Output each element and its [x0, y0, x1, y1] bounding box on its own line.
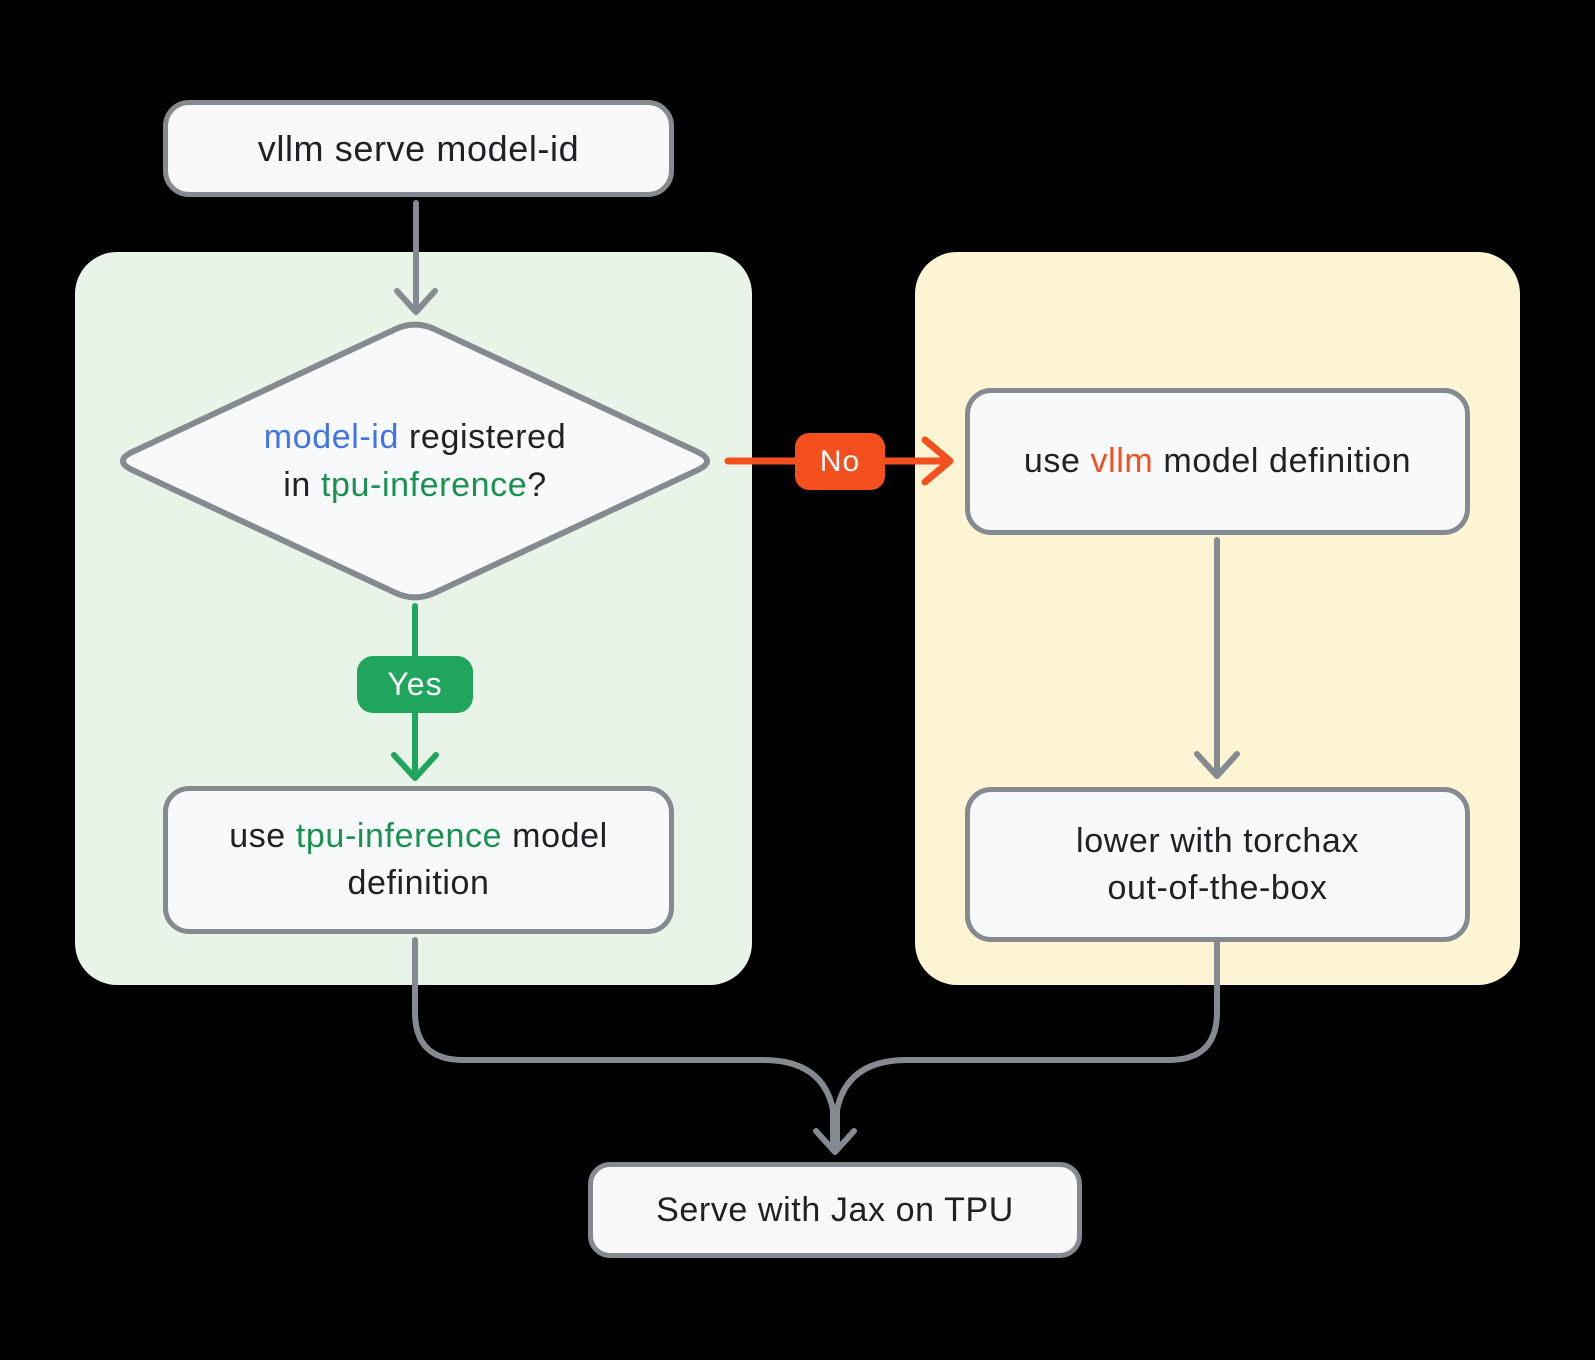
decision-node-label: model-id registered in tpu-inference? — [113, 320, 717, 602]
arrowhead-no-branch — [921, 436, 954, 486]
decision-line-1-rest: registered — [398, 418, 567, 456]
decision-line-1: model-id registered — [264, 413, 566, 461]
arrowhead-vllm-to-torchax — [1194, 751, 1240, 779]
tpu-inference-highlight: tpu-inference — [295, 817, 503, 855]
yes-badge: Yes — [357, 656, 473, 713]
decision-line-2-suffix: ? — [527, 466, 547, 504]
merge-wire-left — [412, 937, 836, 1149]
use-tpu-inference-node: use tpu-inference model definition — [163, 786, 674, 934]
torchax-label: lower with torchax out-of-the-box — [1076, 818, 1359, 912]
use-vllm-prefix: use — [1023, 442, 1091, 480]
arrowhead-start-to-decision — [394, 288, 438, 315]
decision-line-2-prefix: in — [283, 466, 321, 504]
start-node: vllm serve model-id — [163, 100, 674, 197]
use-tpu-prefix: use — [229, 817, 296, 855]
vllm-highlight: vllm — [1090, 442, 1154, 480]
merge-wire-right — [834, 937, 1220, 1149]
tpu-inference-token: tpu-inference — [320, 466, 528, 504]
serve-node: Serve with Jax on TPU — [588, 1162, 1082, 1258]
use-vllm-label: use vllm model definition — [1024, 438, 1411, 485]
start-node-label: vllm serve model-id — [257, 128, 580, 169]
decision-diamond — [120, 321, 710, 601]
arrowhead-yes-branch — [391, 752, 439, 781]
arrowhead-merge-to-serve — [813, 1128, 857, 1155]
decision-line-2: in tpu-inference? — [283, 461, 547, 509]
use-vllm-suffix: model definition — [1153, 442, 1412, 480]
no-badge-label: No — [819, 444, 861, 478]
serve-node-label: Serve with Jax on TPU — [656, 1190, 1014, 1229]
use-tpu-suffix: model definition — [347, 817, 608, 902]
yes-badge-label: Yes — [387, 666, 443, 702]
use-tpu-inference-label: use tpu-inference model definition — [188, 813, 649, 907]
torchax-node: lower with torchax out-of-the-box — [965, 787, 1470, 942]
torchax-line-2: out-of-the-box — [1107, 868, 1328, 907]
no-badge: No — [795, 433, 885, 490]
use-vllm-node: use vllm model definition — [965, 388, 1470, 535]
torchax-line-1: lower with torchax — [1076, 821, 1359, 860]
model-id-token: model-id — [263, 418, 399, 456]
